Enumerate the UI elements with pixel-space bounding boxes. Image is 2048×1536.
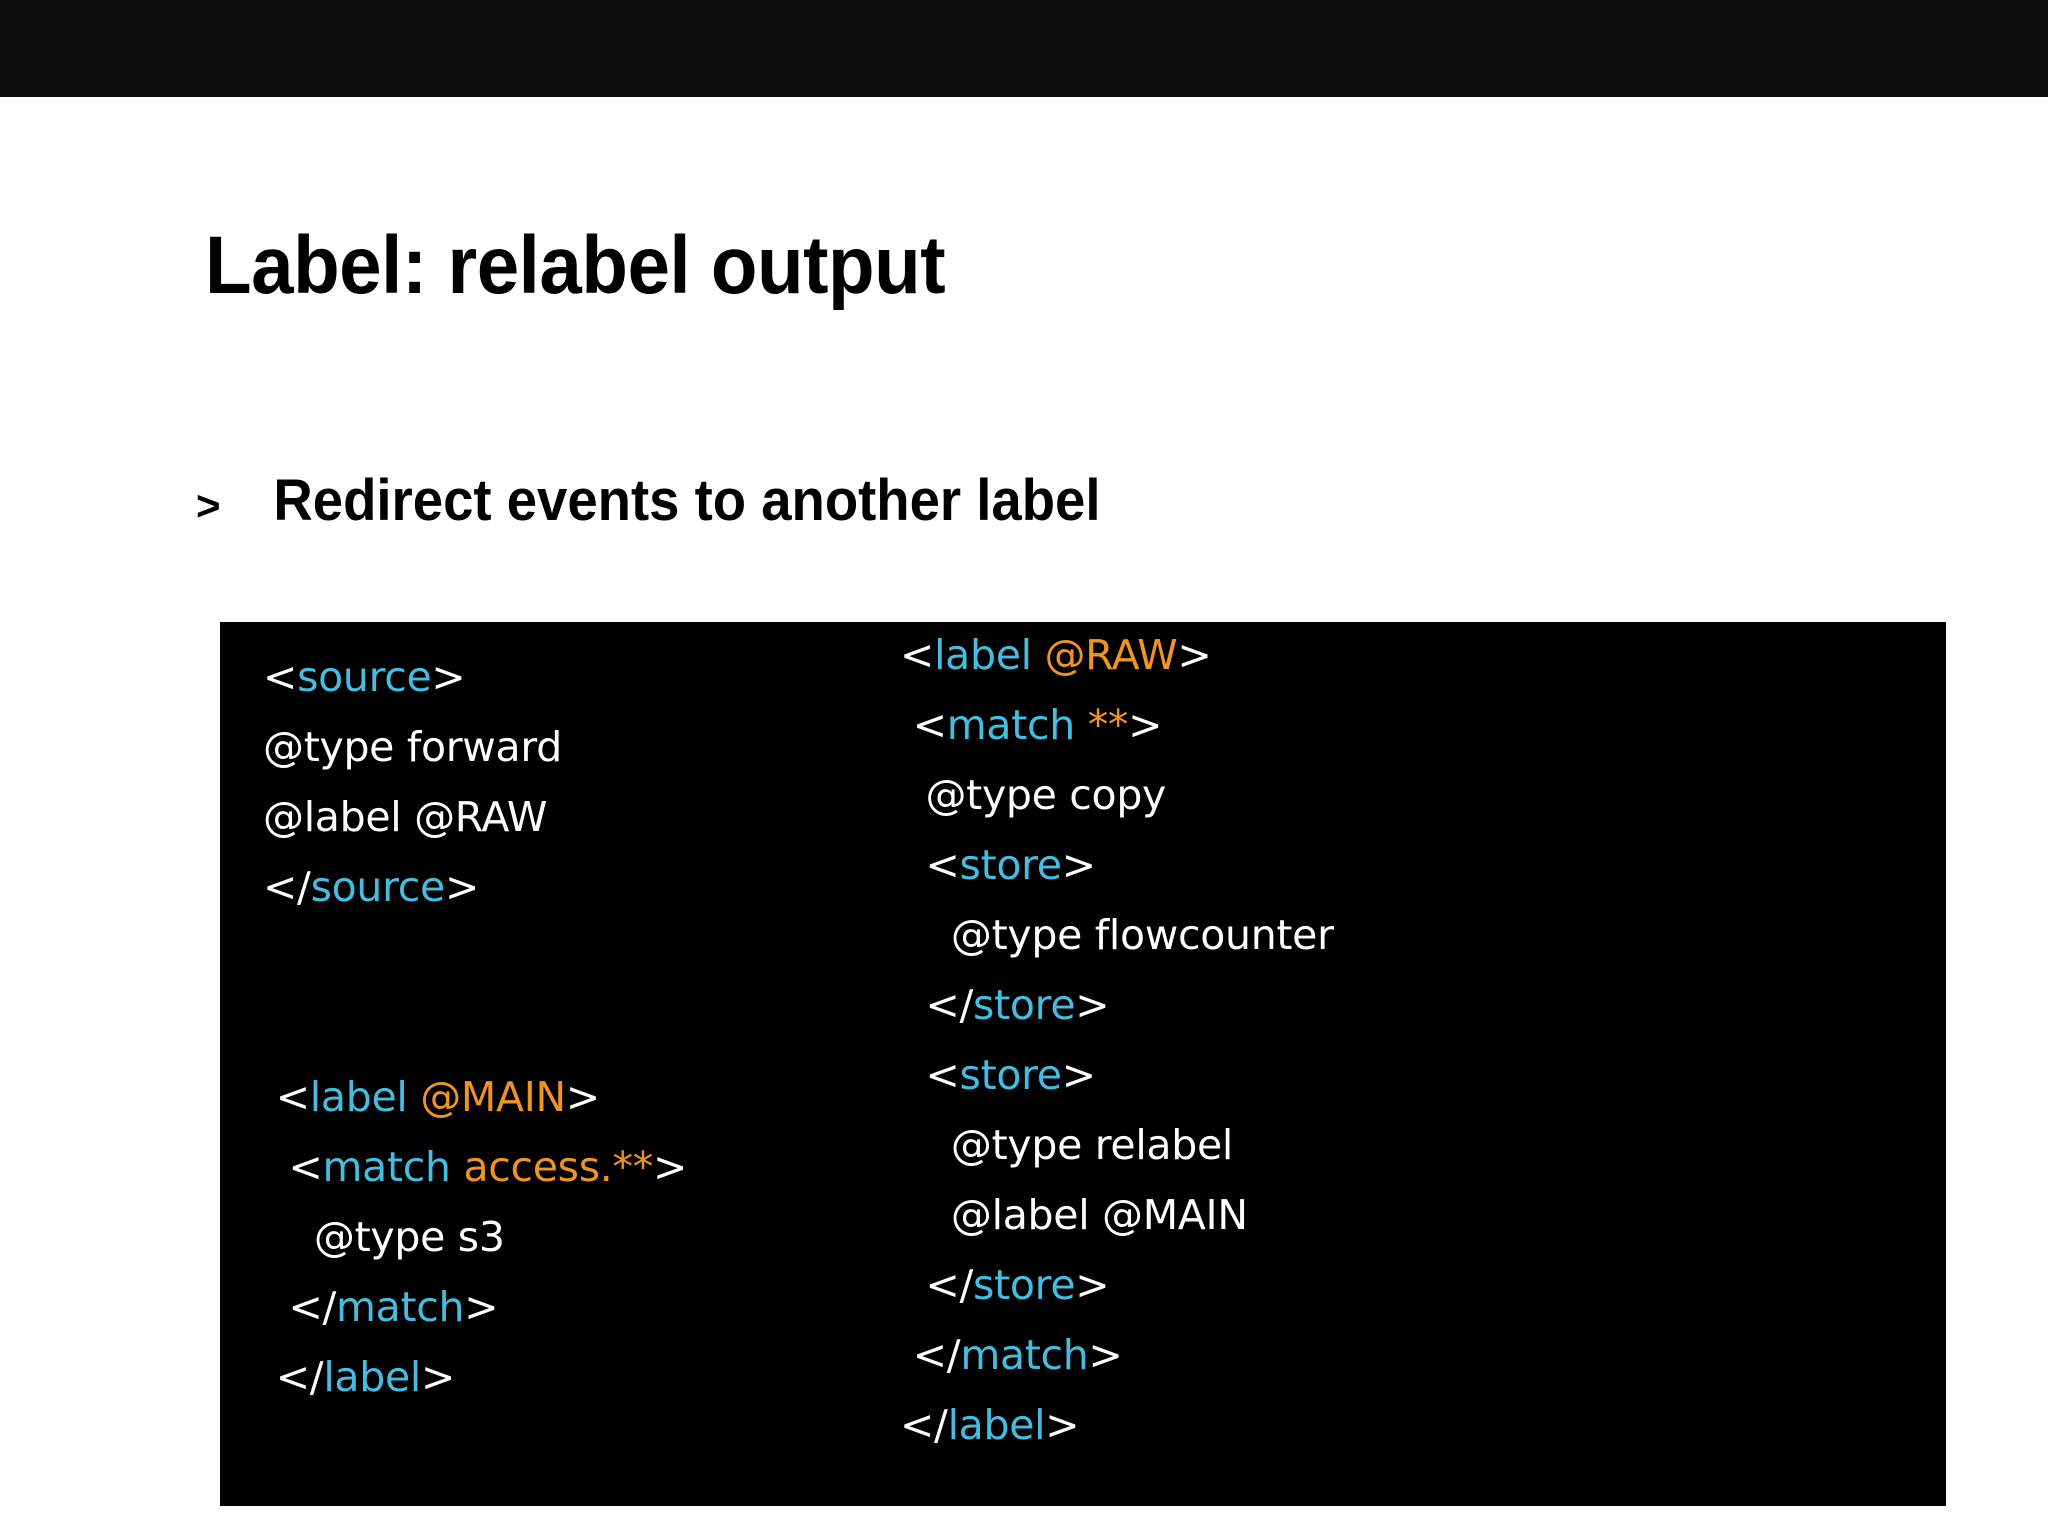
code-token-pun: < bbox=[263, 1073, 310, 1121]
code-token-pun: </ bbox=[263, 1283, 337, 1331]
code-token-pun: < bbox=[900, 631, 935, 679]
code-token-plain: @type flowcounter bbox=[900, 911, 1334, 959]
code-line: </store> bbox=[900, 970, 1334, 1040]
code-token-pun: </ bbox=[900, 981, 974, 1029]
code-token-pun: > bbox=[1075, 1261, 1110, 1309]
code-token-plain: @label @MAIN bbox=[900, 1191, 1248, 1239]
code-token-tag: source bbox=[297, 653, 432, 701]
code-token-tag: store bbox=[973, 981, 1076, 1029]
code-token-pun: </ bbox=[900, 1401, 948, 1449]
code-line: </store> bbox=[900, 1250, 1334, 1320]
code-token-pun: < bbox=[900, 701, 947, 749]
code-token-tag: store bbox=[959, 841, 1063, 889]
code-token-pun: < bbox=[900, 1051, 960, 1099]
code-token-pun: > bbox=[420, 1353, 456, 1401]
code-token-tag: label bbox=[934, 631, 1045, 679]
code-token-pun: > bbox=[1045, 1401, 1080, 1449]
code-line: <label @RAW> bbox=[900, 622, 1334, 690]
code-token-attr: ** bbox=[1087, 701, 1129, 749]
code-line bbox=[263, 922, 687, 992]
code-token-tag: match bbox=[960, 1331, 1089, 1379]
code-line: <store> bbox=[900, 830, 1334, 900]
code-token-pun: > bbox=[1075, 981, 1110, 1029]
code-token-pun: > bbox=[444, 863, 479, 911]
code-token-pun: </ bbox=[900, 1331, 961, 1379]
page-title: Label: relabel output bbox=[205, 220, 946, 311]
bullet-line: > Redirect events to another label bbox=[196, 470, 1126, 537]
code-token-pun: </ bbox=[900, 1261, 974, 1309]
code-token-plain: @label @RAW bbox=[263, 793, 548, 841]
code-token-plain: @type relabel bbox=[900, 1121, 1233, 1169]
code-line: <match **> bbox=[900, 690, 1334, 760]
code-token-attr: @RAW bbox=[1044, 631, 1178, 679]
bullet-text: Redirect events to another label bbox=[272, 468, 1101, 533]
code-token-pun: < bbox=[900, 841, 960, 889]
code-token-pun: > bbox=[1088, 1331, 1123, 1379]
code-token-pun: < bbox=[263, 1143, 323, 1191]
code-token-tag: match bbox=[336, 1283, 465, 1331]
code-token-tag: label bbox=[947, 1401, 1046, 1449]
code-line: </source> bbox=[263, 852, 687, 922]
code-token-pun: > bbox=[1128, 701, 1163, 749]
code-token-tag: label bbox=[323, 1353, 421, 1401]
code-line: @type flowcounter bbox=[900, 900, 1334, 970]
code-token-pun: > bbox=[431, 653, 466, 701]
code-line: <match access.**> bbox=[263, 1132, 687, 1202]
code-line bbox=[263, 992, 687, 1062]
code-token-tag: match bbox=[322, 1143, 464, 1191]
code-token-pun: > bbox=[1061, 841, 1096, 889]
code-token-tag: store bbox=[973, 1261, 1076, 1309]
code-token-plain: @type s3 bbox=[263, 1213, 505, 1261]
code-token-pun: > bbox=[565, 1073, 600, 1121]
code-token-attr: @MAIN bbox=[420, 1073, 566, 1121]
code-token-pun: > bbox=[652, 1143, 687, 1191]
code-line: @type copy bbox=[900, 760, 1334, 830]
code-token-pun: </ bbox=[263, 863, 311, 911]
code-token-pun: </ bbox=[263, 1353, 324, 1401]
code-block-right: <label @RAW> <match **> @type copy <stor… bbox=[900, 622, 1334, 1460]
code-token-tag: store bbox=[959, 1051, 1063, 1099]
code-line: @type s3 bbox=[263, 1202, 687, 1272]
code-token-attr: access.** bbox=[463, 1143, 653, 1191]
code-line: @label @MAIN bbox=[900, 1180, 1334, 1250]
code-line: <store> bbox=[900, 1040, 1334, 1110]
code-token-pun: > bbox=[1177, 631, 1212, 679]
code-panel: <source>@type forward@label @RAW</source… bbox=[220, 622, 1946, 1506]
code-line: <label @MAIN> bbox=[263, 1062, 687, 1132]
code-line: </match> bbox=[900, 1320, 1334, 1390]
bullet-marker-icon: > bbox=[196, 482, 221, 529]
code-line: @type relabel bbox=[900, 1110, 1334, 1180]
code-line: @label @RAW bbox=[263, 782, 687, 852]
code-line: </label> bbox=[900, 1390, 1334, 1460]
code-token-pun: > bbox=[1061, 1051, 1096, 1099]
code-token-tag: label bbox=[309, 1073, 421, 1121]
code-line: </label> bbox=[263, 1342, 687, 1412]
code-line: </match> bbox=[263, 1272, 687, 1342]
code-token-pun: < bbox=[263, 653, 298, 701]
code-token-plain: @type copy bbox=[900, 771, 1167, 819]
code-token-pun: > bbox=[464, 1283, 499, 1331]
code-token-tag: source bbox=[310, 863, 446, 911]
code-token-tag: match bbox=[946, 701, 1088, 749]
code-token-plain: @type forward bbox=[263, 723, 562, 771]
top-bar bbox=[0, 0, 2048, 97]
code-line: @type forward bbox=[263, 712, 687, 782]
code-block-left: <source>@type forward@label @RAW</source… bbox=[263, 642, 687, 1412]
code-line: <source> bbox=[263, 642, 687, 712]
